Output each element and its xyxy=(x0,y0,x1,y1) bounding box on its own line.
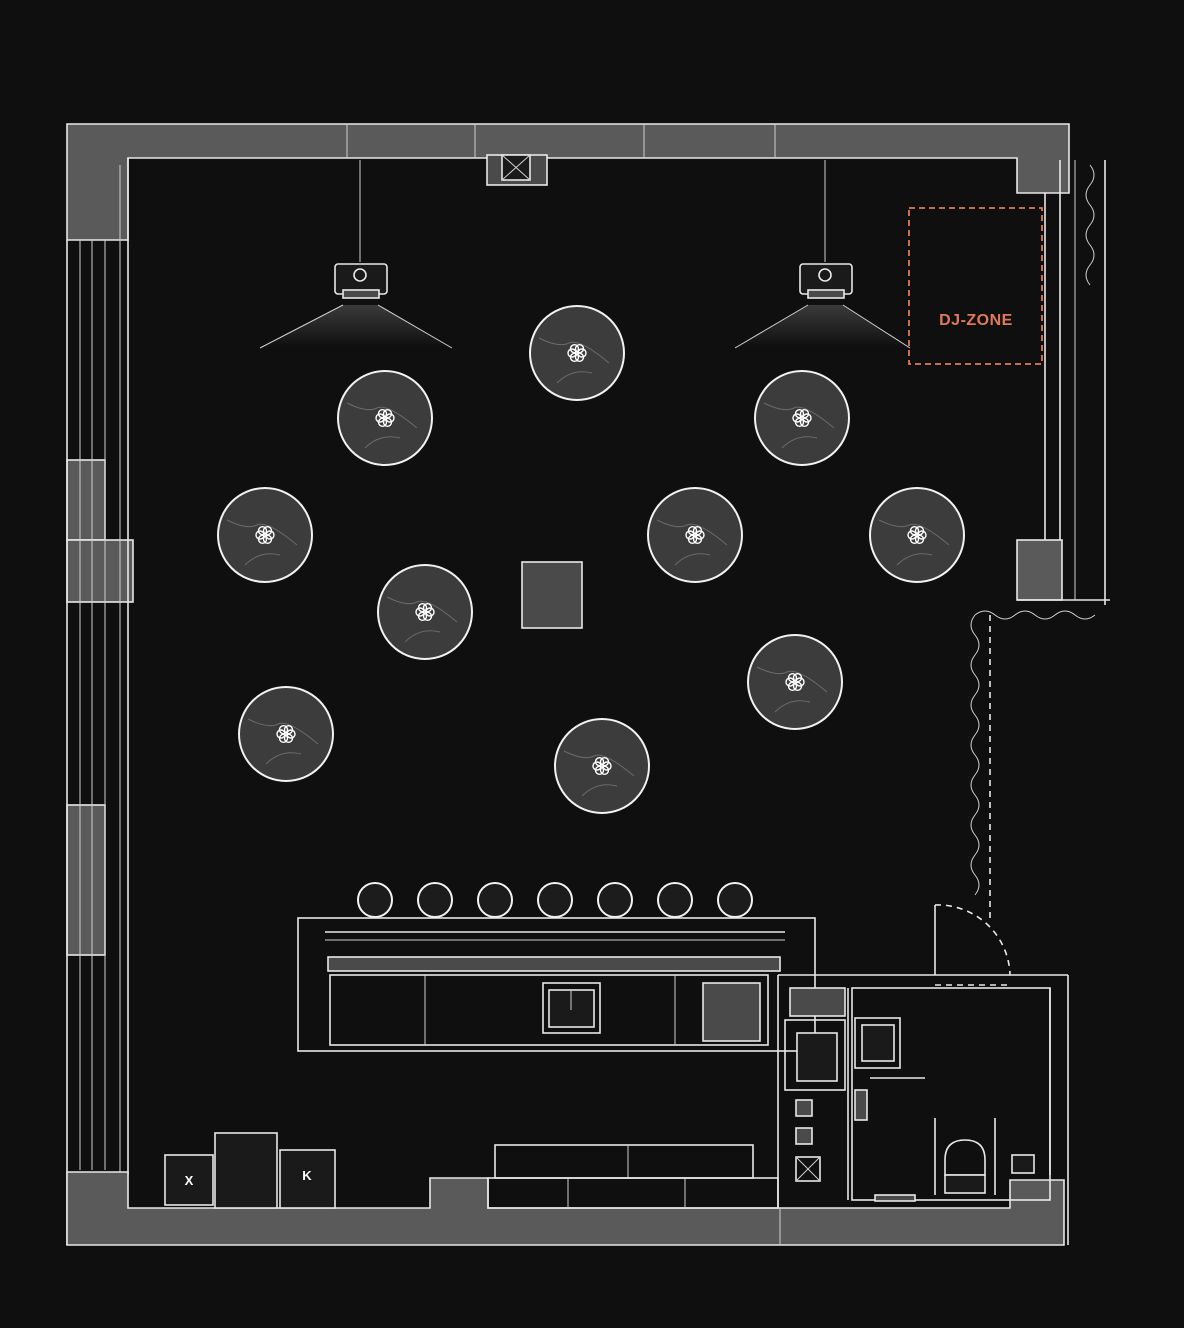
round-table xyxy=(529,305,625,401)
center-column xyxy=(521,561,583,629)
table-centerpiece-icon xyxy=(592,757,612,775)
box-k-label: K xyxy=(302,1168,312,1183)
walls xyxy=(66,123,1110,1246)
projector-icon xyxy=(334,263,388,299)
restroom xyxy=(851,904,1051,1202)
round-table xyxy=(869,487,965,583)
bar-stool xyxy=(357,882,393,918)
dj-zone-label: DJ-ZONE xyxy=(939,312,1013,329)
round-tables xyxy=(217,305,965,814)
sink-icon xyxy=(542,982,601,1034)
table-centerpiece-icon xyxy=(276,725,296,743)
table-centerpiece-icon xyxy=(907,526,927,544)
box-x-label: X xyxy=(185,1173,194,1188)
round-table xyxy=(647,487,743,583)
wall-vent xyxy=(486,154,548,186)
dj-zone: DJ-ZONE xyxy=(908,207,1043,365)
sink-icon xyxy=(854,1017,901,1069)
bar-stool xyxy=(717,882,753,918)
round-table xyxy=(217,487,313,583)
round-table xyxy=(337,370,433,466)
projector-left xyxy=(259,160,453,349)
stove-icon xyxy=(795,1156,821,1182)
table-centerpiece-icon xyxy=(792,409,812,427)
projector-right xyxy=(734,160,911,349)
bar-stool xyxy=(657,882,693,918)
bottom-bench xyxy=(487,1144,779,1209)
toilet-icon xyxy=(944,1139,986,1194)
round-table xyxy=(747,634,843,730)
table-centerpiece-icon xyxy=(255,526,275,544)
bar-counter xyxy=(297,917,816,1052)
bar-stool xyxy=(537,882,573,918)
projector-icon xyxy=(799,263,853,299)
table-centerpiece-icon xyxy=(415,603,435,621)
round-table xyxy=(377,564,473,660)
storage-boxes: X K xyxy=(164,1132,336,1209)
table-centerpiece-icon xyxy=(375,409,395,427)
table-centerpiece-icon xyxy=(785,673,805,691)
table-centerpiece-icon xyxy=(685,526,705,544)
bar-stool xyxy=(417,882,453,918)
round-table xyxy=(554,718,650,814)
bar-stool xyxy=(477,882,513,918)
service-area xyxy=(777,974,1068,1208)
bar-stool xyxy=(597,882,633,918)
round-table xyxy=(238,686,334,782)
bar-stools xyxy=(357,882,753,918)
table-centerpiece-icon xyxy=(567,344,587,362)
round-table xyxy=(754,370,850,466)
